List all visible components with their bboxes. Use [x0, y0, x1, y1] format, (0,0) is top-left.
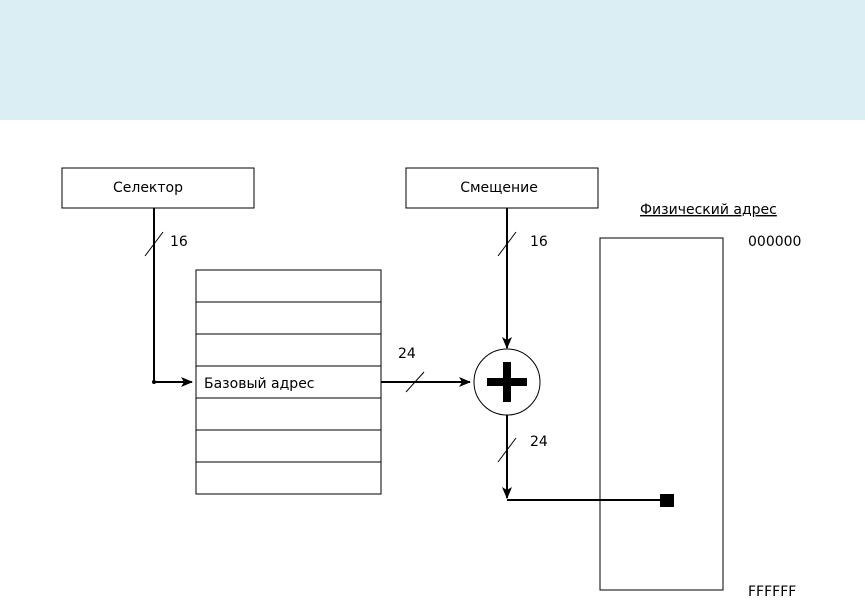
selector-box: Селектор — [61, 167, 255, 209]
physical-address-label: Физический адрес — [640, 202, 777, 218]
offset-label: Смещение — [460, 180, 538, 196]
address-marker — [660, 494, 674, 507]
offset-box: Смещение — [405, 167, 599, 209]
bus-slash — [144, 231, 164, 257]
descriptor-table: Базовый адрес — [195, 269, 382, 495]
header-banner — [0, 0, 865, 120]
selector-label: Селектор — [113, 180, 183, 196]
base-bits-label: 24 — [398, 346, 416, 362]
offset-path: 16 — [497, 208, 548, 349]
address-low-label: 000000 — [748, 234, 801, 250]
address-high-label: FFFFFF — [748, 584, 796, 600]
physical-memory-box — [599, 237, 724, 591]
sum-bits-label: 24 — [530, 434, 548, 450]
sum-path: 24 — [497, 415, 674, 507]
selector-path: 16 — [144, 208, 193, 387]
bus-slash — [497, 437, 517, 463]
offset-bits-label: 16 — [530, 234, 548, 250]
base-path: 24 — [381, 346, 471, 393]
bus-slash — [497, 231, 517, 257]
adder-plus-icon — [473, 348, 541, 416]
base-address-label: Базовый адрес — [204, 376, 315, 392]
bus-slash — [405, 371, 425, 393]
selector-bits-label: 16 — [170, 234, 188, 250]
